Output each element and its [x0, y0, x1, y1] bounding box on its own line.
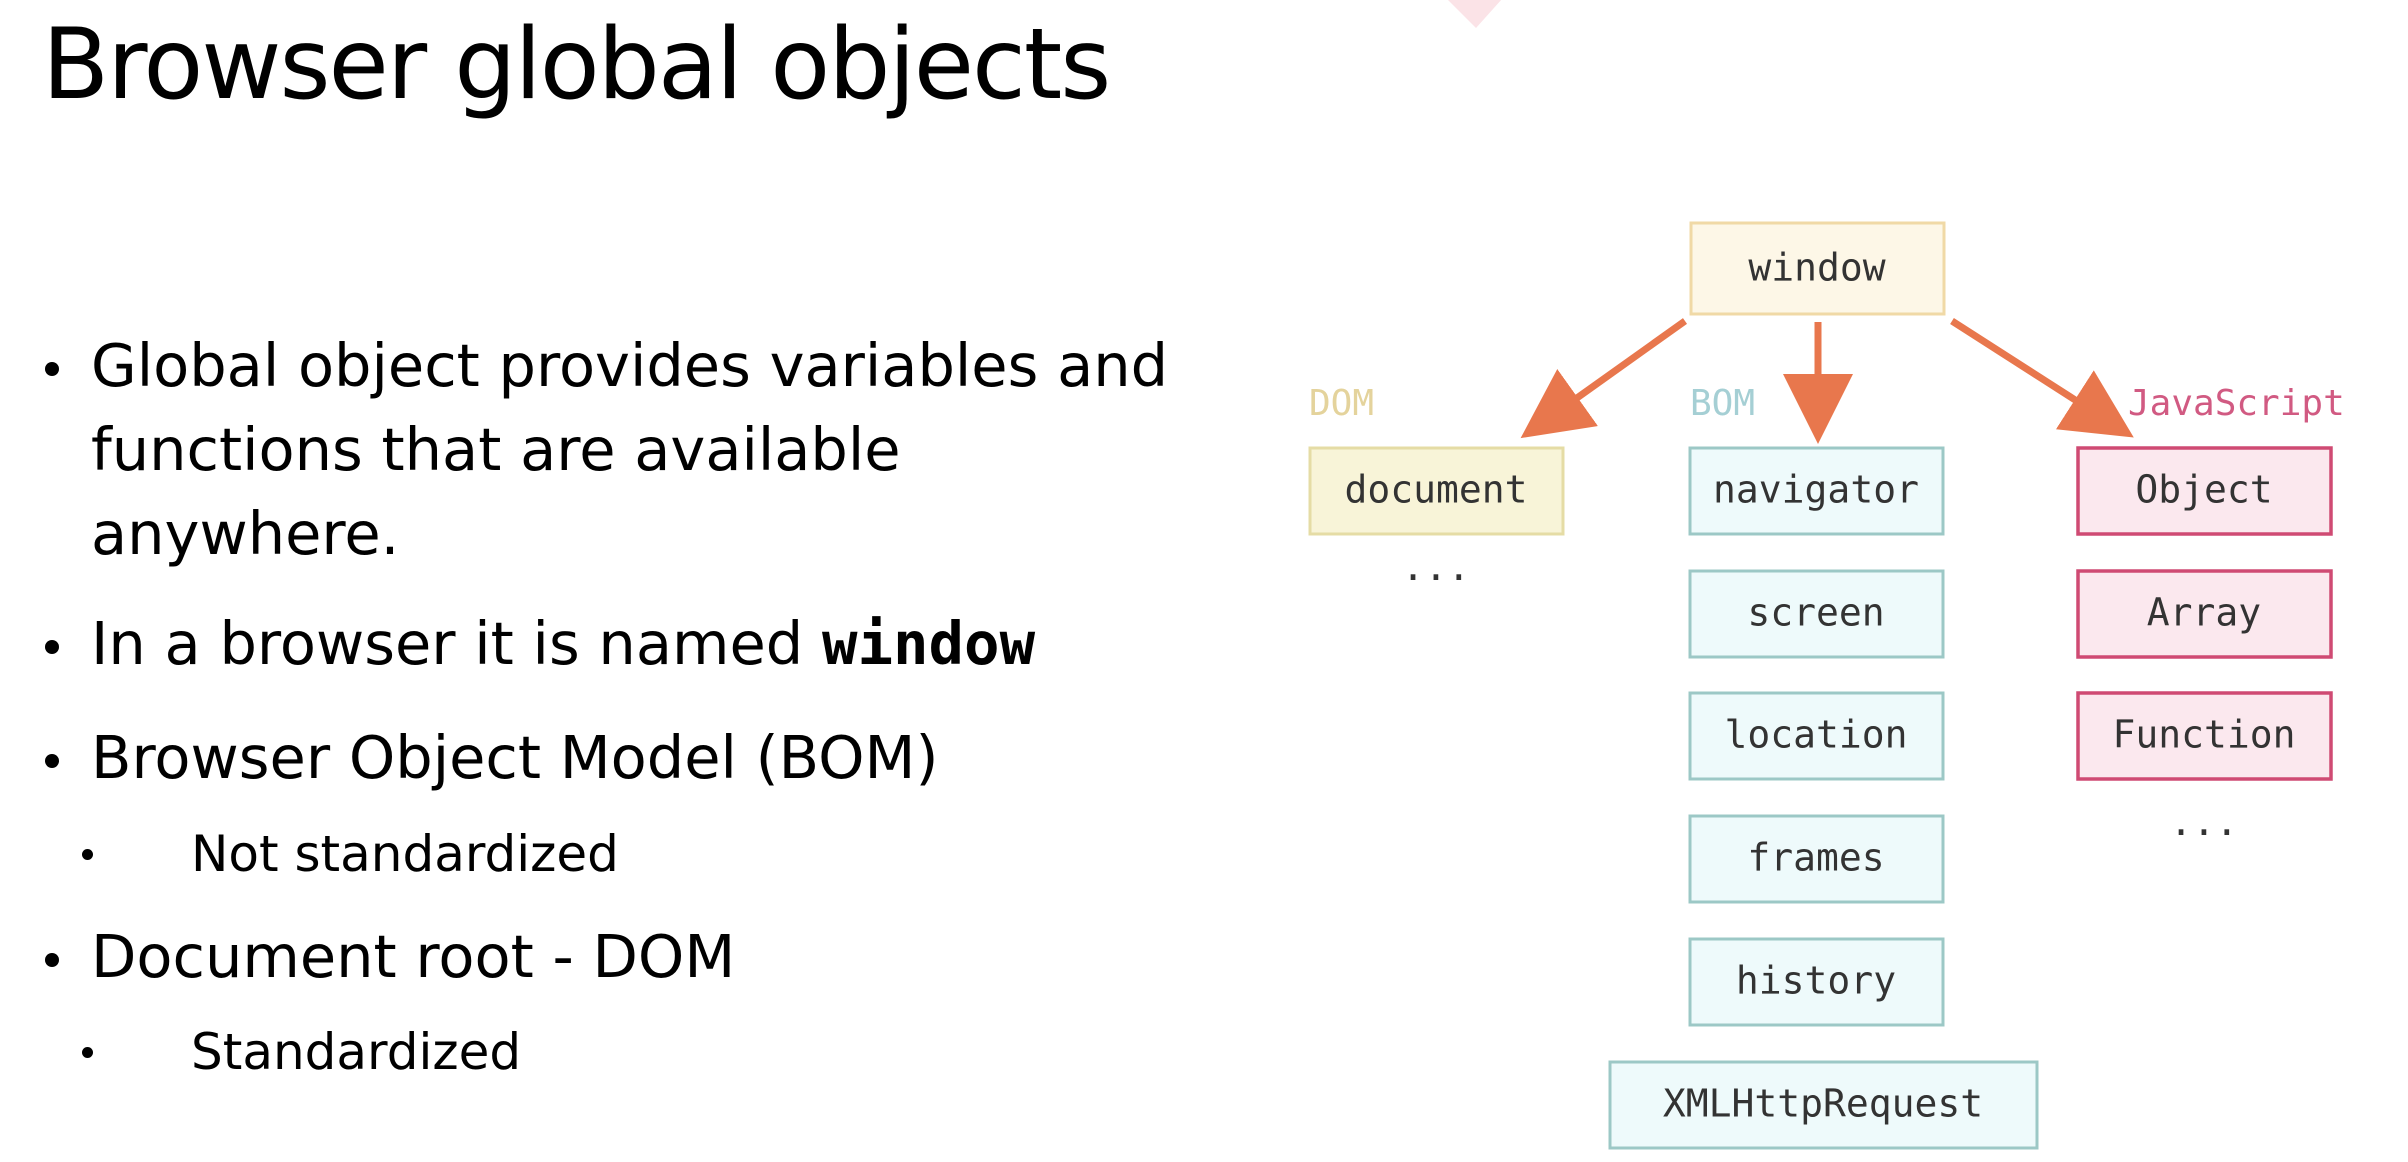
bullet-line: Global object provides variables and	[91, 331, 1169, 400]
javascript-more-ellipsis: ...	[2170, 800, 2239, 844]
node-label: screen	[1747, 591, 1884, 635]
node-object: Object	[2076, 446, 2333, 536]
node-function: Function	[2076, 691, 2333, 781]
bullet-item: Global object provides variables and fun…	[91, 324, 1168, 576]
node-label: location	[1724, 713, 1907, 757]
sub-bullet-item: Not standardized	[191, 825, 619, 883]
sub-bullet-dot	[82, 849, 93, 860]
node-screen: screen	[1688, 569, 1945, 659]
node-label: Array	[2147, 591, 2261, 635]
node-label: document	[1344, 468, 1527, 512]
slide-title: Browser global objects	[42, 8, 1111, 122]
bullet-dot	[45, 362, 59, 376]
code-window: window	[821, 609, 1036, 678]
bullet-dot	[45, 754, 59, 768]
node-navigator: navigator	[1688, 446, 1945, 536]
window-node: window	[1689, 221, 1946, 316]
node-label: Object	[2135, 468, 2272, 512]
node-label: XMLHttpRequest	[1663, 1082, 1983, 1126]
bom-group-label: BOM	[1690, 383, 1755, 424]
node-location: location	[1688, 691, 1945, 781]
bullet-item: Browser Object Model (BOM)	[91, 723, 939, 792]
dom-group-label: DOM	[1309, 383, 1374, 424]
arrow-to-javascript	[1950, 318, 2134, 438]
arrow-to-dom	[1520, 318, 1688, 439]
window-node-label: window	[1748, 246, 1885, 290]
node-xmlhttprequest: XMLHttpRequest	[1608, 1060, 2039, 1150]
node-frames: frames	[1688, 814, 1945, 904]
node-document: document	[1308, 446, 1565, 536]
bullet-text: In a browser it is named	[91, 609, 822, 678]
bullet-dot	[45, 640, 59, 654]
node-label: Function	[2112, 713, 2295, 757]
sub-bullet-item: Standardized	[191, 1023, 522, 1081]
decorative-corner-shape	[1448, 0, 1502, 28]
node-history: history	[1688, 937, 1945, 1027]
node-label: history	[1736, 959, 1896, 1003]
bullet-item: In a browser it is named window	[91, 602, 1035, 686]
node-label: frames	[1747, 836, 1884, 880]
bullet-item: Document root - DOM	[91, 922, 736, 991]
bullet-line: functions that are available	[91, 415, 901, 484]
bullet-line: anywhere.	[91, 499, 400, 568]
bullet-dot	[45, 953, 59, 967]
node-label: navigator	[1713, 468, 1919, 512]
sub-bullet-dot	[82, 1047, 93, 1058]
javascript-group-label: JavaScript	[2128, 383, 2345, 424]
dom-more-ellipsis: ...	[1402, 545, 1471, 589]
node-array: Array	[2076, 569, 2333, 659]
